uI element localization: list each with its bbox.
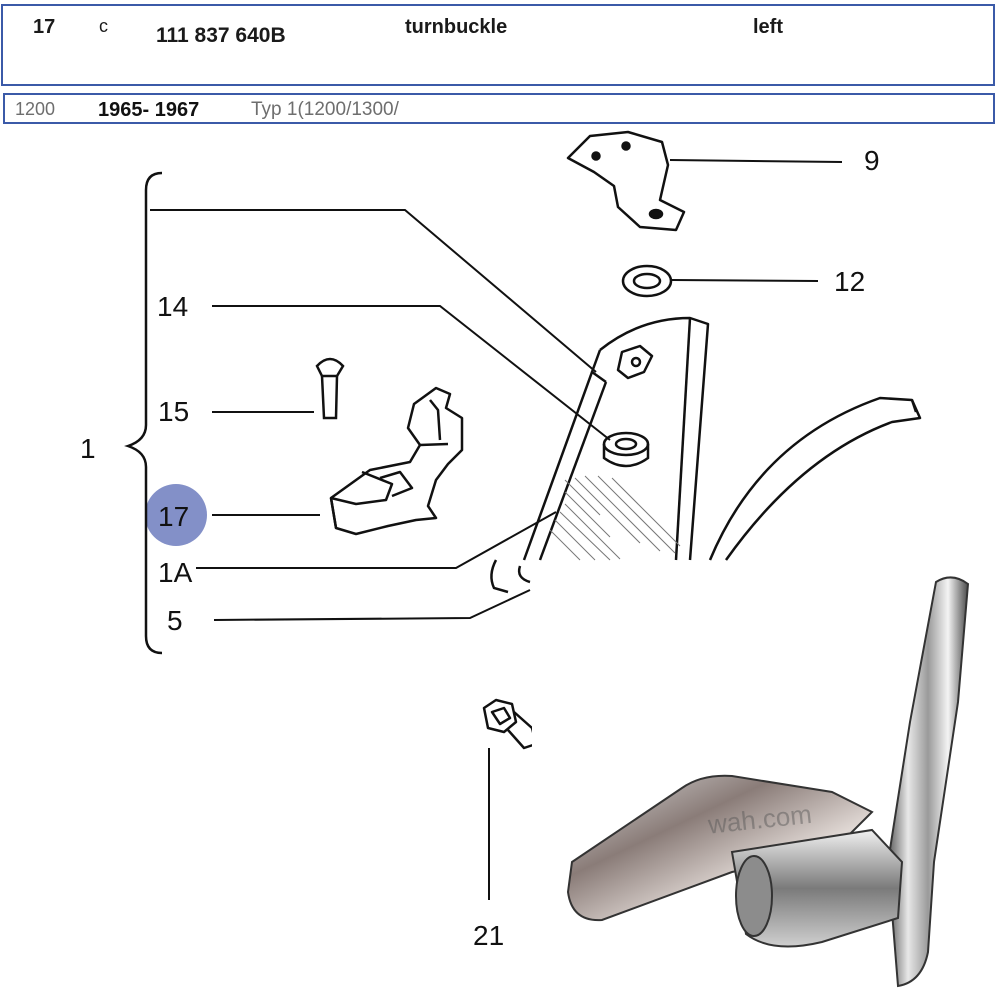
model-row: 1200 1965- 1967 Typ 1(1200/1300/ [3,93,995,124]
vent-glass-hatching [549,475,681,561]
part-side: left [753,16,783,38]
base-plate [566,774,874,922]
part-12-washer [621,264,673,298]
callout-1: 1 [80,433,96,464]
leader-lines [150,159,843,900]
callout-1a: 1A [158,557,193,588]
model-type: Typ 1(1200/1300/ [251,99,399,120]
part-description: turnbuckle [405,16,508,38]
part-5-lower-pivot [490,559,531,594]
callout-21: 21 [473,920,504,951]
highlight-circle [145,484,207,546]
model-name: 1200 [15,99,56,119]
callout-14: 14 [157,291,188,322]
part-number: 111 837 640B [156,24,286,47]
part-21-bolt [482,698,538,750]
pivot-barrel [730,828,904,948]
product-photo: wah.com [532,562,1000,1000]
part-15-pin [315,357,345,420]
callout-5: 5 [167,605,183,636]
part-17-turnbuckle [329,386,464,536]
callout-9: 9 [864,145,880,176]
group-bracket [124,171,163,655]
item-number: 17 [33,16,56,38]
callout-17: 17 [158,501,189,532]
part-header: 17 c 111 837 640B turnbuckle left [1,4,995,86]
model-years: 1965- 1967 [98,99,200,121]
part-14-grommet [602,431,650,468]
door-seal-channel [708,396,922,561]
item-code: c [99,16,108,36]
handle-lever [886,576,970,988]
chrome-turnbuckle-image: wah.com [566,576,970,988]
callout-12: 12 [834,266,865,297]
callout-15: 15 [158,396,189,427]
part-9-bracket [566,130,686,232]
part-1-vent-frame [522,316,710,561]
